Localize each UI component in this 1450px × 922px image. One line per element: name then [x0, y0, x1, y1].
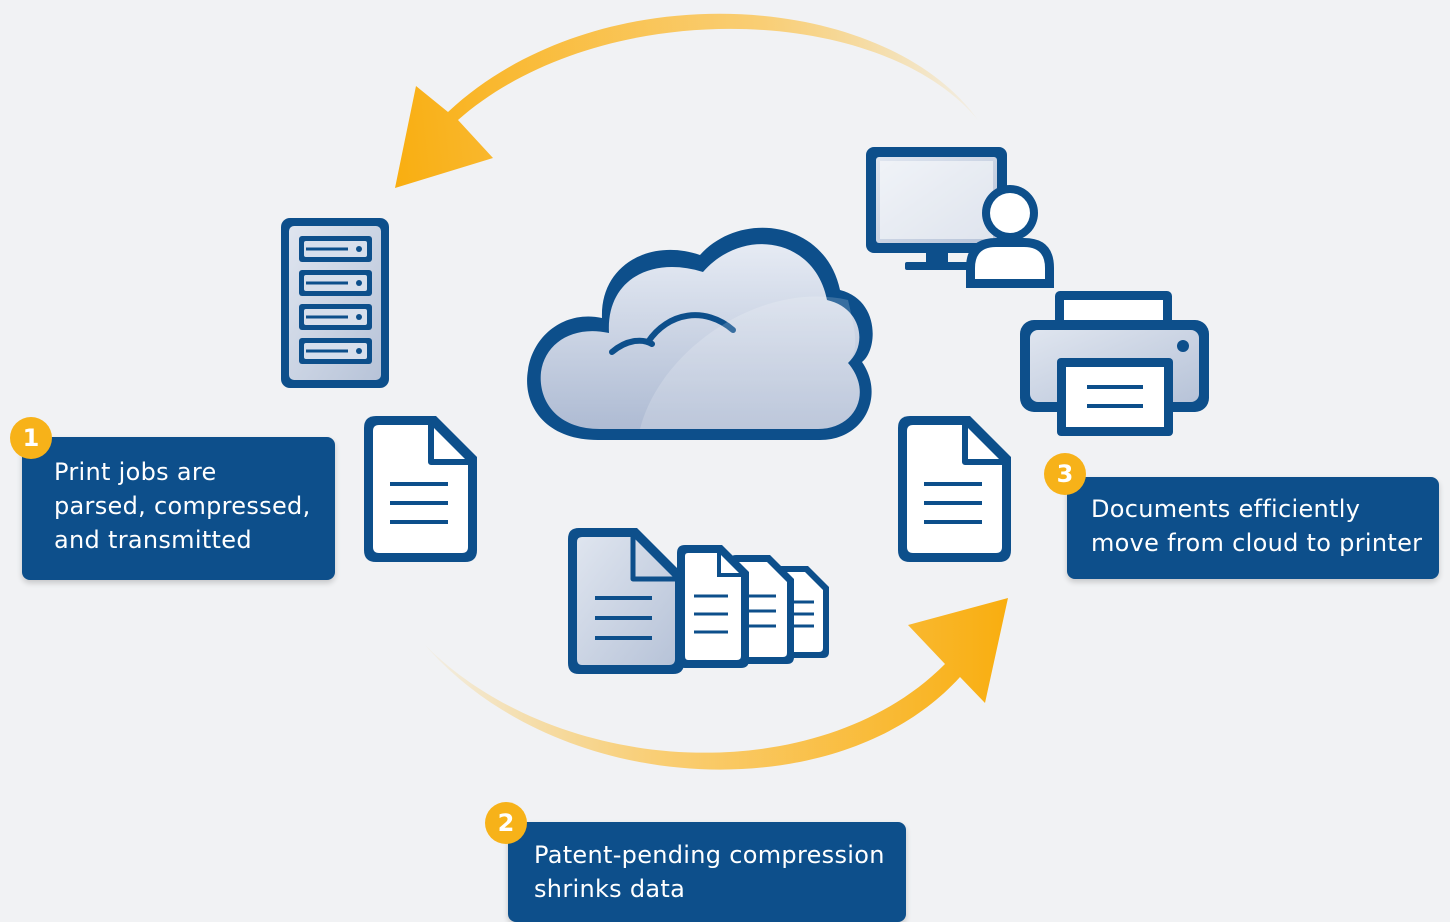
- step-3-number-badge: 3: [1044, 453, 1086, 495]
- document-icon: [898, 416, 1011, 562]
- step-3-text-line-2: move from cloud to printer: [1091, 529, 1423, 557]
- step-1-text-line-2: parsed, compressed,: [54, 492, 311, 520]
- server-icon: [281, 218, 389, 388]
- top-cycle-arrow-icon: [395, 13, 978, 189]
- cloud-icon: [527, 227, 873, 440]
- step-3-callout: Documents efficiently move from cloud to…: [1067, 477, 1439, 579]
- step-2-text-line-2: shrinks data: [534, 875, 686, 903]
- step-2-number-badge: 2: [485, 802, 527, 844]
- bottom-cycle-arrow-icon: [425, 598, 1008, 770]
- step-1-text-line-3: and transmitted: [54, 526, 252, 554]
- step-2-callout: Patent-pending compression shrinks data: [508, 822, 906, 922]
- step-2-text-line-1: Patent-pending compression: [534, 841, 885, 869]
- step-1-callout: Print jobs are parsed, compressed, and t…: [22, 437, 335, 580]
- computer-user-icon: [866, 147, 1054, 288]
- step-1-text-line-1: Print jobs are: [54, 458, 217, 486]
- step-3-text-line-1: Documents efficiently: [1091, 495, 1361, 523]
- printer-icon: [1020, 291, 1209, 436]
- step-1-number-badge: 1: [10, 417, 52, 459]
- compressed-documents-icon: [568, 528, 829, 674]
- document-icon: [364, 416, 477, 562]
